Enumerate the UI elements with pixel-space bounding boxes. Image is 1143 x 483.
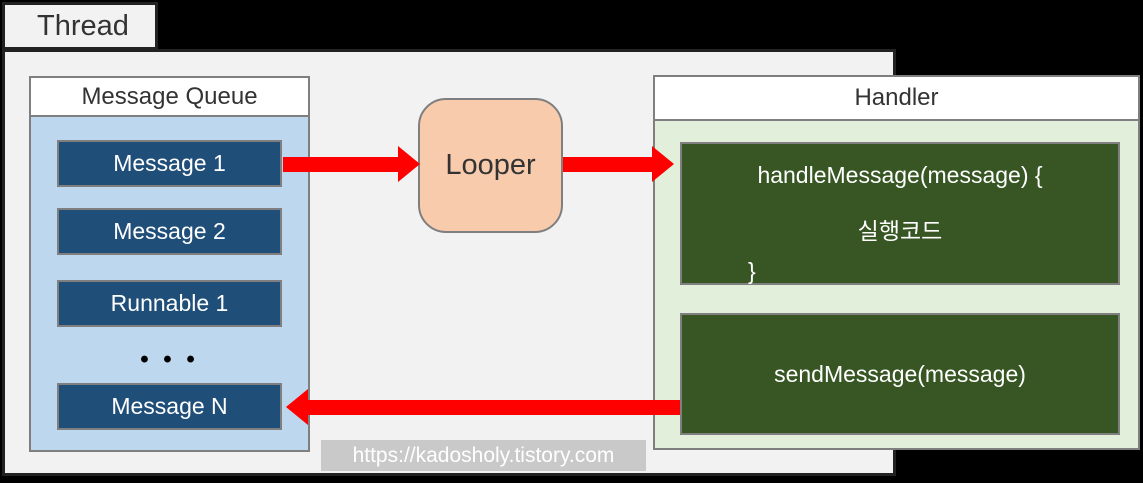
- queue-item-message-n: Message N: [57, 383, 282, 430]
- arrow-right-icon: [398, 146, 420, 182]
- queue-item-runnable-1: Runnable 1: [57, 280, 282, 327]
- watermark-badge: https://kadosholy.tistory.com: [321, 440, 646, 471]
- thread-tab: Thread: [2, 2, 158, 50]
- queue-item-label: Message 2: [113, 218, 226, 244]
- queue-item-label: Message 1: [113, 150, 226, 176]
- arrow-queue-to-looper: [283, 146, 420, 182]
- send-message-code-box: sendMessage(message): [680, 313, 1120, 435]
- arrow-right-icon: [652, 146, 674, 182]
- handle-message-code-box: handleMessage(message) { 실행코드 }: [680, 142, 1120, 285]
- queue-item-message-1: Message 1: [57, 140, 282, 187]
- watermark-url: https://kadosholy.tistory.com: [352, 443, 615, 467]
- queue-item-message-2: Message 2: [57, 208, 282, 255]
- queue-item-label: Runnable 1: [110, 290, 229, 316]
- arrow-looper-to-handler: [563, 146, 674, 182]
- handle-message-line-2: 실행코드: [857, 218, 943, 244]
- looper-label: Looper: [445, 149, 536, 181]
- arrow-left-icon: [286, 389, 308, 425]
- handler-header: Handler: [653, 75, 1140, 121]
- handle-message-line-1: handleMessage(message) {: [757, 162, 1043, 188]
- arrow-shaft: [308, 399, 680, 415]
- looper-node: Looper: [418, 98, 563, 233]
- send-message-label: sendMessage(message): [774, 360, 1026, 387]
- arrow-shaft: [283, 156, 398, 172]
- queue-item-label: Message N: [111, 393, 228, 419]
- handle-message-line-3: }: [748, 258, 756, 284]
- queue-ellipsis: • • •: [140, 346, 199, 373]
- message-queue-title: Message Queue: [81, 82, 258, 110]
- message-queue-header: Message Queue: [29, 76, 310, 117]
- arrow-shaft: [563, 156, 652, 172]
- arrow-sendmessage-to-queue: [286, 389, 680, 425]
- handler-title: Handler: [854, 84, 939, 111]
- thread-label: Thread: [37, 9, 129, 42]
